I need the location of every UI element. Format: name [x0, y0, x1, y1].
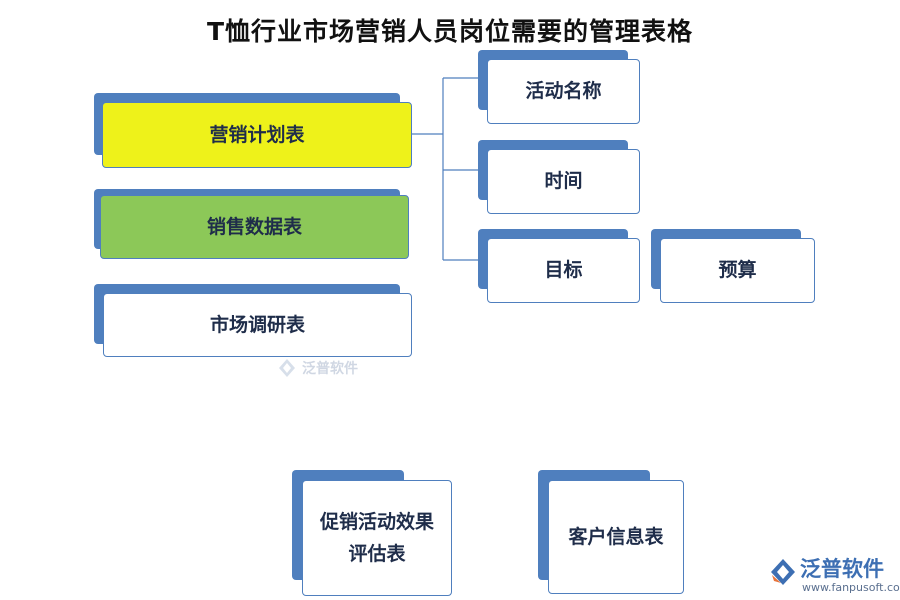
target-label: 目标 — [487, 238, 640, 303]
watermark: 泛普软件 — [276, 356, 386, 380]
fanpu-logo-icon — [771, 559, 795, 585]
activity-name-label: 活动名称 — [487, 59, 640, 124]
market-research-label: 市场调研表 — [103, 293, 412, 357]
time-card[interactable]: 时间 — [478, 140, 640, 214]
brand-url: www.fanpusoft.com — [802, 581, 900, 594]
budget-label: 预算 — [660, 238, 815, 303]
brand-name: 泛普软件 — [800, 557, 884, 581]
brand-logo: 泛普软件 www.fanpusoft.com — [768, 553, 900, 595]
activity-name-card[interactable]: 活动名称 — [478, 50, 640, 124]
page-title: T恤行业市场营销人员岗位需要的管理表格 — [206, 17, 694, 46]
time-label: 时间 — [487, 149, 640, 214]
budget-card[interactable]: 预算 — [651, 229, 815, 303]
promo-eval-card[interactable]: 促销活动效果评估表 — [292, 470, 452, 598]
target-card[interactable]: 目标 — [478, 229, 640, 303]
promo-eval-label: 促销活动效果评估表 — [302, 480, 452, 596]
marketing-plan-label: 营销计划表 — [102, 102, 412, 168]
market-research-card[interactable]: 市场调研表 — [94, 284, 412, 358]
watermark-text: 泛普软件 — [302, 361, 358, 377]
fanpu-logo-icon — [279, 359, 295, 377]
customer-info-card[interactable]: 客户信息表 — [538, 470, 684, 595]
customer-info-label: 客户信息表 — [548, 480, 684, 594]
sales-data-card[interactable]: 销售数据表 — [94, 189, 412, 261]
sales-data-label: 销售数据表 — [100, 195, 409, 259]
marketing-plan-card[interactable]: 营销计划表 — [94, 93, 412, 169]
